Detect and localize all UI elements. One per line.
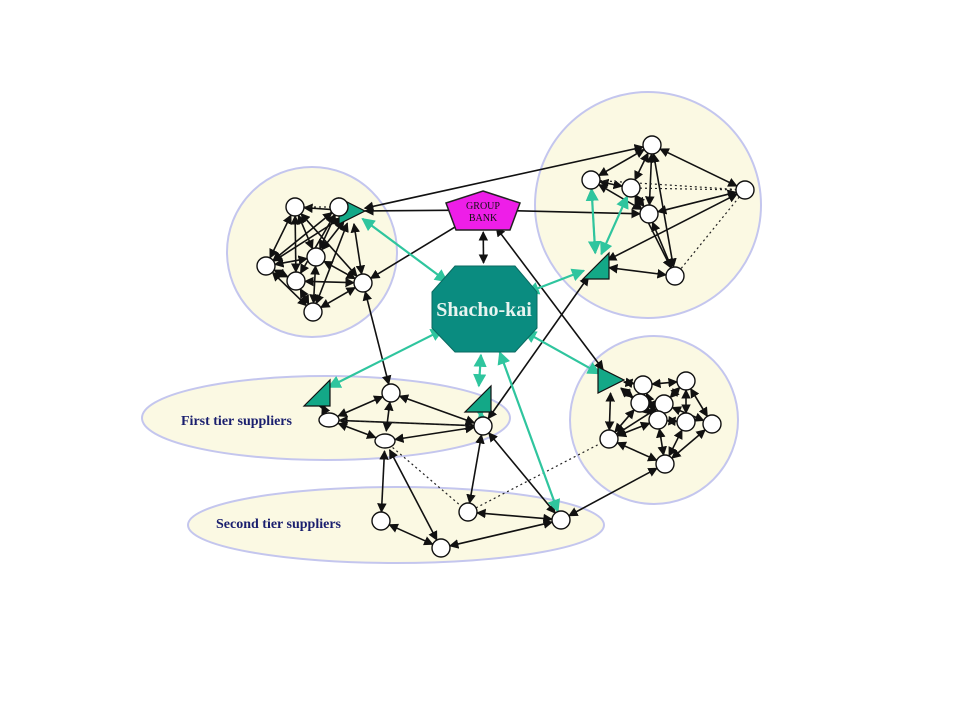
edge-Q1-Q2 [651, 377, 678, 389]
node-r5 [639, 204, 659, 224]
edge-TL-HUB [361, 217, 449, 283]
shacho-kai-label: Shacho-kai [436, 299, 532, 321]
group-bank-label-line2: BANK [469, 213, 498, 224]
firm-triangle-top-right [581, 251, 610, 280]
node-r1 [642, 135, 662, 155]
edge-TQ-Q8 [604, 392, 616, 431]
node-s1 [371, 511, 391, 531]
edge-TR-R6 [607, 263, 668, 279]
supplier-nodes [256, 135, 755, 558]
edge-L1-L5 [290, 215, 301, 273]
edge-F3-S2 [392, 447, 462, 507]
edge-Q9-S3 [568, 467, 658, 517]
edge-TL-L7 [314, 222, 349, 305]
edge-TF-HUB [327, 328, 445, 389]
teal-edges [327, 187, 629, 513]
edge-TR-R3 [600, 195, 629, 256]
edge-S2-S3 [476, 508, 553, 524]
node-q6 [702, 414, 722, 434]
edge-Q1-Q4 [669, 386, 681, 399]
edge-S1-S4 [388, 523, 434, 546]
black-edges [269, 144, 738, 549]
first-tier-label: First tier suppliers [181, 414, 293, 429]
node-l7 [303, 302, 323, 322]
node-q9 [655, 454, 675, 474]
edge-S3-HUB [497, 350, 561, 513]
edge-F3-F4 [393, 423, 476, 443]
node-l1 [285, 197, 305, 217]
node-s4 [431, 538, 451, 558]
edge-Q8-Q4 [615, 408, 658, 435]
group-bank-label-line1: GROUP [466, 201, 500, 212]
edge-Q6-Q9 [671, 429, 706, 459]
node-r2 [581, 170, 601, 190]
edge-L5-L7 [299, 288, 310, 305]
node-q4 [654, 394, 674, 414]
firm-triangle-middle [463, 384, 492, 413]
node-q5 [676, 412, 696, 432]
edge-TL-R1 [363, 144, 645, 212]
edge-Q8-Q9 [616, 441, 658, 462]
edge-F1-F2 [337, 395, 384, 417]
node-q3 [630, 393, 650, 413]
edge-TR-R2 [585, 187, 602, 255]
group-bank-node [445, 190, 521, 231]
node-q1 [676, 371, 696, 391]
node-f3 [374, 433, 396, 449]
edge-S4-S3 [448, 519, 554, 549]
edge-R5-R6 [651, 221, 673, 269]
edge-F4-S2 [466, 433, 485, 505]
node-s2 [458, 502, 478, 522]
edge-F3-S1 [377, 450, 389, 513]
edge-Q5-Q7 [666, 415, 678, 427]
node-l6 [353, 273, 373, 293]
edge-BANK-TL [364, 205, 462, 216]
edge-TM-F4 [472, 404, 490, 425]
node-r4 [735, 180, 755, 200]
node-q2 [633, 375, 653, 395]
node-q7 [648, 410, 668, 430]
node-r3 [621, 178, 641, 198]
node-l2 [329, 197, 349, 217]
node-l5 [286, 271, 306, 291]
node-r6 [665, 266, 685, 286]
node-s3 [551, 510, 571, 530]
edge-TR-HUB [525, 268, 586, 295]
edge-R4-R6 [680, 196, 740, 270]
shacho-kai-hub [431, 265, 538, 353]
node-l3 [256, 256, 276, 276]
edge-Q7-Q9 [656, 427, 667, 457]
firm-triangle-first-tier [302, 378, 331, 407]
edge-TQ-HUB [522, 330, 601, 375]
node-q8 [599, 429, 619, 449]
edge-TM-HUB [473, 353, 487, 388]
edge-TL-L6 [350, 222, 366, 276]
firm-triangle-right [597, 366, 626, 394]
second-tier-label: Second tier suppliers [216, 517, 342, 532]
node-l4 [306, 247, 326, 267]
node-f1 [381, 383, 401, 403]
edge-TQ-Q2 [622, 377, 636, 389]
node-f4 [473, 416, 493, 436]
node-f2 [318, 412, 340, 428]
edge-L3-L4 [273, 255, 309, 268]
edge-R3-R4 [639, 187, 737, 191]
